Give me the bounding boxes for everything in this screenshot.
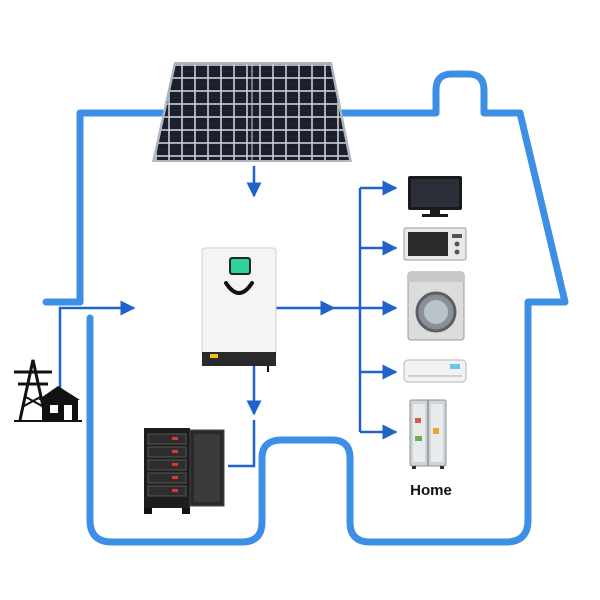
power-grid-icon bbox=[14, 359, 82, 422]
washing-machine-icon bbox=[407, 271, 465, 341]
microwave-icon bbox=[403, 227, 467, 261]
inverter-icon bbox=[201, 247, 277, 372]
air-conditioner-icon bbox=[403, 359, 467, 383]
flow-lines bbox=[58, 166, 398, 468]
house-outline bbox=[42, 70, 569, 546]
refrigerator-icon bbox=[409, 399, 447, 469]
solar-panel-icon bbox=[152, 62, 352, 162]
home-label: Home bbox=[410, 482, 452, 499]
battery-cabinet-icon bbox=[144, 428, 225, 514]
tv-icon bbox=[408, 176, 462, 217]
